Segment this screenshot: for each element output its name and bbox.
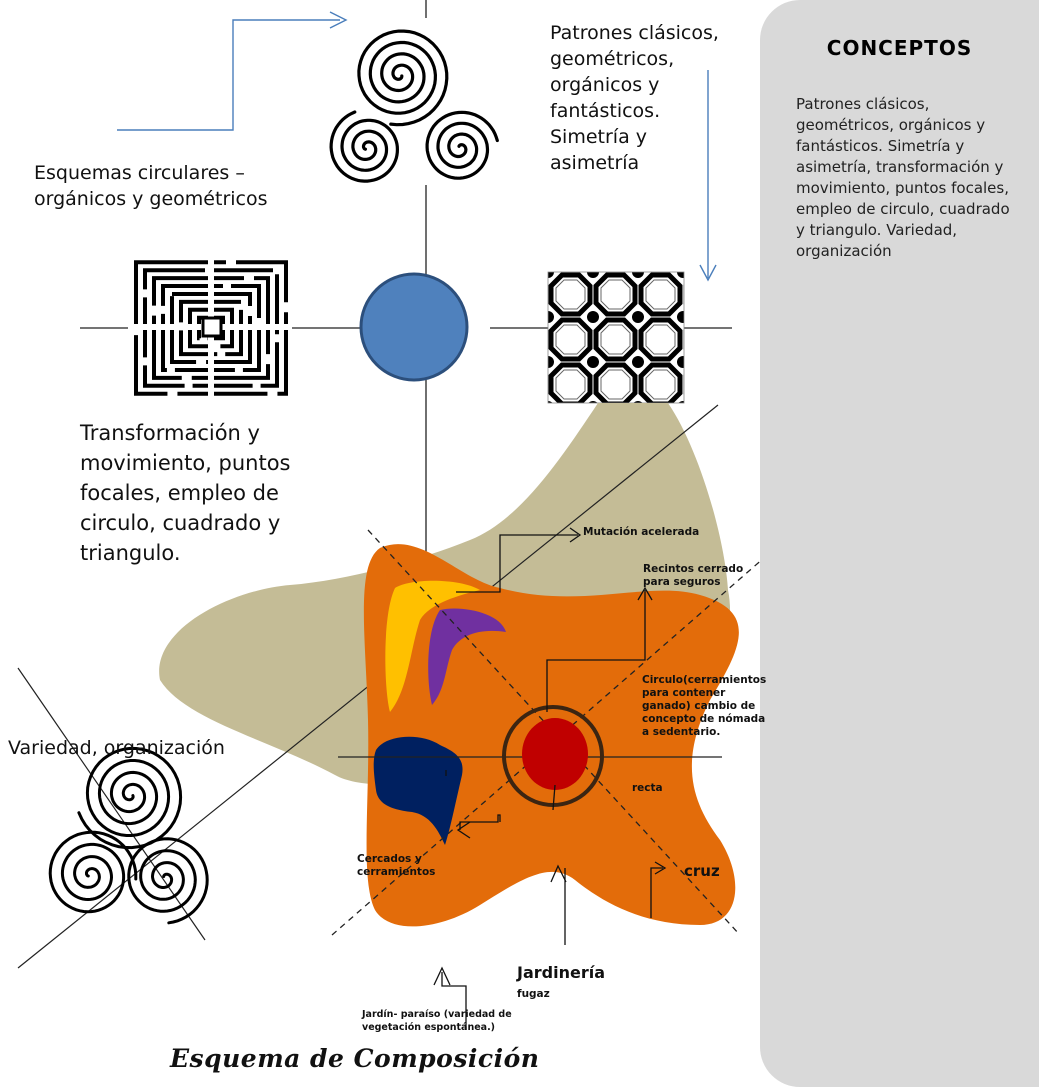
purple-boomerang-shape bbox=[428, 608, 506, 705]
spiral-path bbox=[329, 110, 400, 183]
spiral-path bbox=[127, 837, 209, 925]
triskelion-top-icon bbox=[329, 29, 499, 183]
octagon-pattern-tile bbox=[547, 271, 685, 404]
center-blue-circle bbox=[359, 272, 469, 382]
yellow-boomerang-shape bbox=[385, 580, 480, 712]
triskelion-bottom-icon bbox=[48, 746, 209, 925]
panel-text: Patrones clásicos, geométricos, orgánico… bbox=[796, 95, 1010, 260]
blue-arrow-down bbox=[699, 70, 717, 282]
label-mutacion: Mutación acelerada bbox=[583, 526, 700, 538]
spiral-path bbox=[425, 110, 499, 180]
label-recta: recta bbox=[632, 782, 663, 794]
navy-blob-shape bbox=[373, 736, 463, 845]
label-jardineria: Jardinería bbox=[517, 963, 605, 982]
axis-lines bbox=[80, 0, 732, 560]
label-jardin: Jardín- paraíso (variedad de vegetación … bbox=[362, 1009, 512, 1033]
label-variedad: Variedad, organización bbox=[8, 737, 225, 759]
labyrinth-square-icon bbox=[130, 257, 292, 399]
black-arrows bbox=[433, 527, 667, 1030]
spiral-path bbox=[357, 29, 449, 127]
label-transformacion: Transformación y movimiento, puntos foca… bbox=[80, 421, 291, 565]
label-esquemas: Esquemas circulares – orgánicos y geomét… bbox=[34, 162, 268, 210]
label-fugaz: fugaz bbox=[517, 988, 550, 1000]
label-circulo: Circulo(cerramientos para contener ganad… bbox=[642, 674, 767, 738]
label-cercados: Cercados y cerramientos bbox=[357, 853, 436, 878]
center-red-circle bbox=[522, 718, 588, 790]
spiral-path bbox=[77, 746, 183, 850]
diagram-caption: Esquema de Composición bbox=[170, 1044, 540, 1073]
panel-title: CONCEPTOS bbox=[826, 36, 973, 60]
blue-arrow-top bbox=[117, 11, 348, 131]
label-patrones: Patrones clásicos, geométricos, orgánico… bbox=[550, 22, 719, 174]
concepts-panel: CONCEPTOS Patrones clásicos, geométricos… bbox=[760, 0, 1039, 1087]
label-cruz: cruz bbox=[684, 862, 720, 880]
label-recintos: Recintos cerrado para seguros bbox=[643, 563, 744, 588]
spiral-path bbox=[48, 830, 138, 914]
